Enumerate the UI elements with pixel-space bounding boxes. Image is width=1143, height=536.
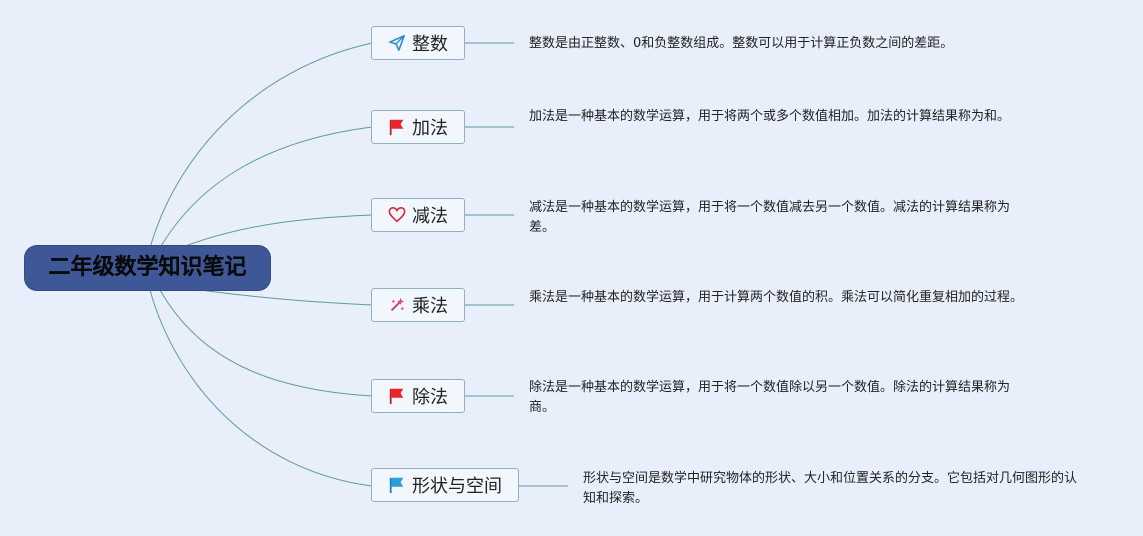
topic-division-label: 除法 [412,387,448,408]
central-topic[interactable]: 二年级数学知识笔记 [25,246,270,290]
topic-multiplication-label: 乘法 [412,296,448,317]
topic-multiplication[interactable]: 乘法 [371,288,465,322]
topic-addition[interactable]: 加法 [371,110,465,144]
desc-subtraction: 减法是一种基本的数学运算，用于将一个数值减去另一个数值。减法的计算结果称为差。 [529,200,1011,235]
topic-addition-label: 加法 [412,118,448,139]
topic-integer[interactable]: 整数 [371,26,465,60]
link-central-multiplication [199,289,373,306]
red-flag-icon [388,387,406,405]
red-flag-icon [388,118,406,136]
topic-integer-label: 整数 [412,34,448,55]
desc-division: 除法是一种基本的数学运算，用于将一个数值除以另一个数值。除法的计算结果称为商。 [529,380,1011,415]
link-central-integer [149,42,373,249]
topic-subtraction-label: 减法 [412,206,448,227]
paper-plane-icon [388,34,406,52]
desc-multiplication: 乘法是一种基本的数学运算，用于计算两个数值的积。乘法可以简化重复相加的过程。 [529,290,1024,305]
blue-flag-icon [388,476,406,494]
desc-shapes-space: 形状与空间是数学中研究物体的形状、大小和位置关系的分支。它包括对几何图形的认知和… [583,471,1078,506]
topic-shapes-space[interactable]: 形状与空间 [371,468,519,502]
link-central-addition [159,126,373,249]
central-topic-label: 二年级数学知识笔记 [48,255,247,280]
desc-integer: 整数是由正整数、0和负整数组成。整数可以用于计算正负数之间的差距。 [529,36,954,51]
topic-subtraction[interactable]: 减法 [371,198,465,232]
sparkle-icon [388,296,406,314]
topic-division[interactable]: 除法 [371,379,465,413]
link-central-division [159,289,373,397]
desc-addition: 加法是一种基本的数学运算，用于将两个或多个数值相加。加法的计算结果称为和。 [529,109,1011,124]
heart-icon [388,206,406,224]
topic-shapes-space-label: 形状与空间 [412,476,502,497]
link-central-subtraction [179,214,373,249]
link-central-shapes [149,289,373,487]
